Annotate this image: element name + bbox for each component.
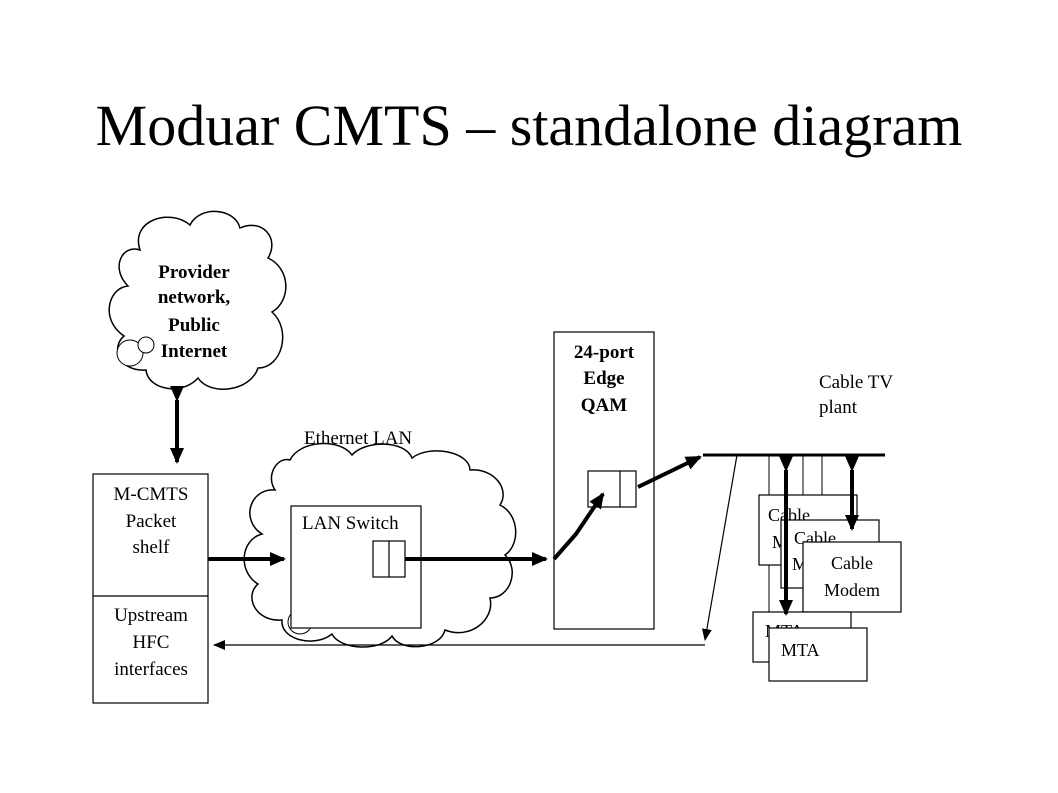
cable-tv-line-1: Cable TV <box>819 372 893 393</box>
edge-qam-line-3: QAM <box>581 395 628 416</box>
qam-internal-arrow <box>552 492 605 561</box>
provider-network-cloud: Provider network, Public Internet <box>108 210 287 390</box>
edge-qam-port <box>587 470 637 508</box>
svg-text:Cable: Cable <box>831 553 873 573</box>
upstream-line-1: Upstream <box>114 605 188 626</box>
slide-title: Moduar CMTS – standalone diagram <box>95 93 963 158</box>
lan-switch: LAN Switch <box>290 505 422 629</box>
edge-qam-line-2: Edge <box>583 368 624 389</box>
cable-modem-front: Cable Modem <box>802 541 902 613</box>
packet-shelf-line-2: Packet <box>126 511 177 532</box>
return-path-arrow <box>701 454 738 641</box>
mta-front: MTA <box>768 627 868 682</box>
provider-line-4: Internet <box>161 341 228 362</box>
upstream-line-3: interfaces <box>114 659 188 680</box>
provider-line-2: network, <box>158 287 231 308</box>
cable-tv-line-2: plant <box>819 397 858 418</box>
m-cmts-box: M-CMTS Packet shelf Upstream HFC interfa… <box>92 473 209 704</box>
lan-switch-label: LAN Switch <box>302 513 399 534</box>
edge-qam: 24-port Edge QAM <box>553 331 655 630</box>
edge-qam-line-1: 24-port <box>574 342 635 363</box>
packet-shelf-line-3: shelf <box>133 537 171 558</box>
provider-line-3: Public <box>168 315 220 336</box>
ethernet-lan-label: Ethernet LAN <box>304 428 412 449</box>
packet-shelf-line-1: M-CMTS <box>114 484 189 505</box>
provider-line-1: Provider <box>158 262 230 283</box>
upstream-line-2: HFC <box>133 632 170 653</box>
svg-text:MTA: MTA <box>781 640 820 660</box>
qam-to-plant-arrow <box>637 455 702 489</box>
svg-text:Modem: Modem <box>824 580 880 600</box>
